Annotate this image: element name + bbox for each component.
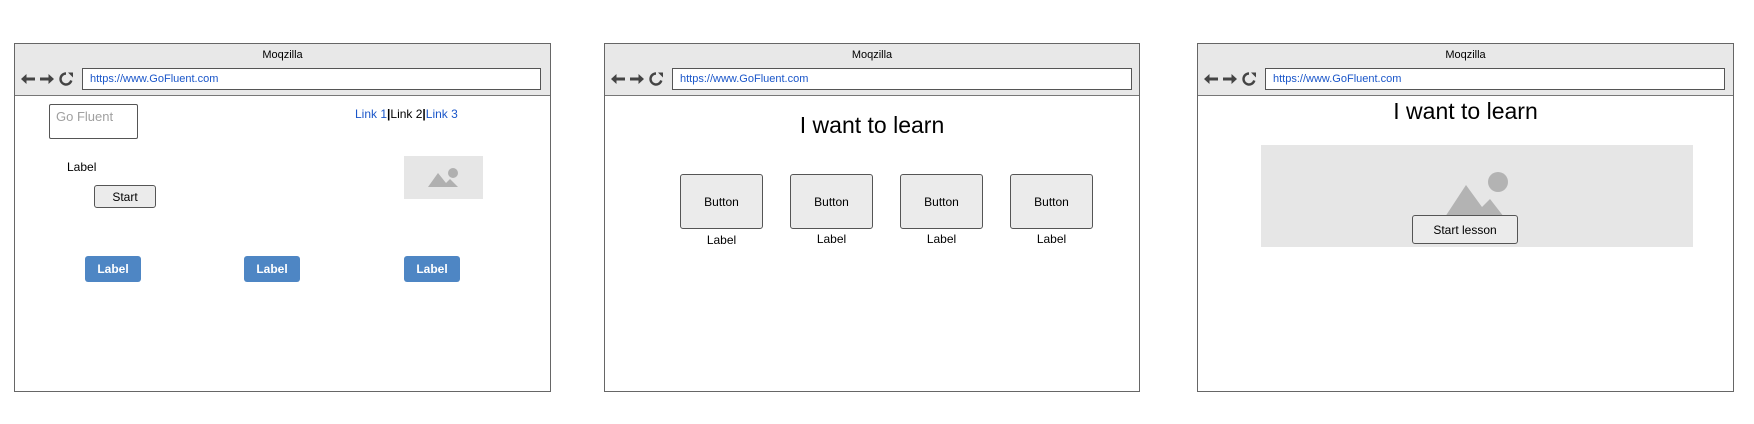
image-placeholder: [404, 156, 483, 199]
image-placeholder-icon: [1445, 172, 1508, 217]
option-button-4[interactable]: Button: [1010, 174, 1093, 229]
back-arrow-icon[interactable]: [20, 71, 36, 87]
option-caption-1: Label: [706, 233, 737, 247]
image-placeholder-icon: [427, 167, 458, 187]
browser-window-1: Moqzilla https://www.GoFluent.com Go Flu…: [14, 43, 551, 392]
page-content: Go Fluent Link 1|Link 2|Link 3 Label Sta…: [15, 96, 550, 391]
browser-nav: [610, 70, 664, 88]
option-caption-2: Label: [816, 232, 847, 246]
reload-icon[interactable]: [648, 71, 664, 87]
url-bar[interactable]: https://www.GoFluent.com: [82, 68, 541, 90]
page-content: I want to learn Button Label Button Labe…: [605, 96, 1139, 391]
label-button-1[interactable]: Label: [85, 256, 141, 282]
page-content: I want to learn Start lesson: [1198, 96, 1733, 391]
browser-nav: [20, 70, 74, 88]
browser-nav: [1203, 70, 1257, 88]
label-text: Label: [67, 160, 97, 174]
reload-icon[interactable]: [1241, 71, 1257, 87]
browser-titlebar: Moqzilla https://www.GoFluent.com: [15, 44, 550, 96]
option-caption-4: Label: [1036, 232, 1067, 246]
page-heading: I want to learn: [799, 112, 945, 138]
label-button-3[interactable]: Label: [404, 256, 460, 282]
forward-arrow-icon[interactable]: [1222, 71, 1238, 87]
browser-window-2: Moqzilla https://www.GoFluent.com I want…: [604, 43, 1140, 392]
option-button-2[interactable]: Button: [790, 174, 873, 229]
back-arrow-icon[interactable]: [1203, 71, 1219, 87]
browser-titlebar: Moqzilla https://www.GoFluent.com: [1198, 44, 1733, 96]
browser-window-3: Moqzilla https://www.GoFluent.com I want…: [1197, 43, 1734, 392]
page-heading: I want to learn: [1393, 98, 1538, 124]
nav-link-1[interactable]: Link 1: [355, 107, 388, 121]
search-input[interactable]: Go Fluent: [49, 104, 138, 139]
option-caption-3: Label: [926, 232, 957, 246]
forward-arrow-icon[interactable]: [629, 71, 645, 87]
option-button-1[interactable]: Button: [680, 174, 763, 229]
url-bar[interactable]: https://www.GoFluent.com: [1265, 68, 1725, 90]
start-button[interactable]: Start: [94, 185, 156, 208]
reload-icon[interactable]: [58, 71, 74, 87]
start-lesson-button[interactable]: Start lesson: [1412, 215, 1518, 244]
window-title: Moqzilla: [851, 49, 893, 61]
nav-links: Link 1|Link 2|Link 3: [355, 107, 458, 121]
browser-titlebar: Moqzilla https://www.GoFluent.com: [605, 44, 1139, 96]
link-divider: |: [422, 107, 426, 121]
back-arrow-icon[interactable]: [610, 71, 626, 87]
forward-arrow-icon[interactable]: [39, 71, 55, 87]
nav-link-3[interactable]: Link 3: [425, 107, 458, 121]
window-title: Moqzilla: [1445, 49, 1486, 61]
option-button-3[interactable]: Button: [900, 174, 983, 229]
window-title: Moqzilla: [262, 49, 303, 61]
link-divider: |: [387, 107, 391, 121]
url-bar[interactable]: https://www.GoFluent.com: [672, 68, 1132, 90]
nav-link-2[interactable]: Link 2: [390, 107, 423, 121]
label-button-2[interactable]: Label: [244, 256, 300, 282]
